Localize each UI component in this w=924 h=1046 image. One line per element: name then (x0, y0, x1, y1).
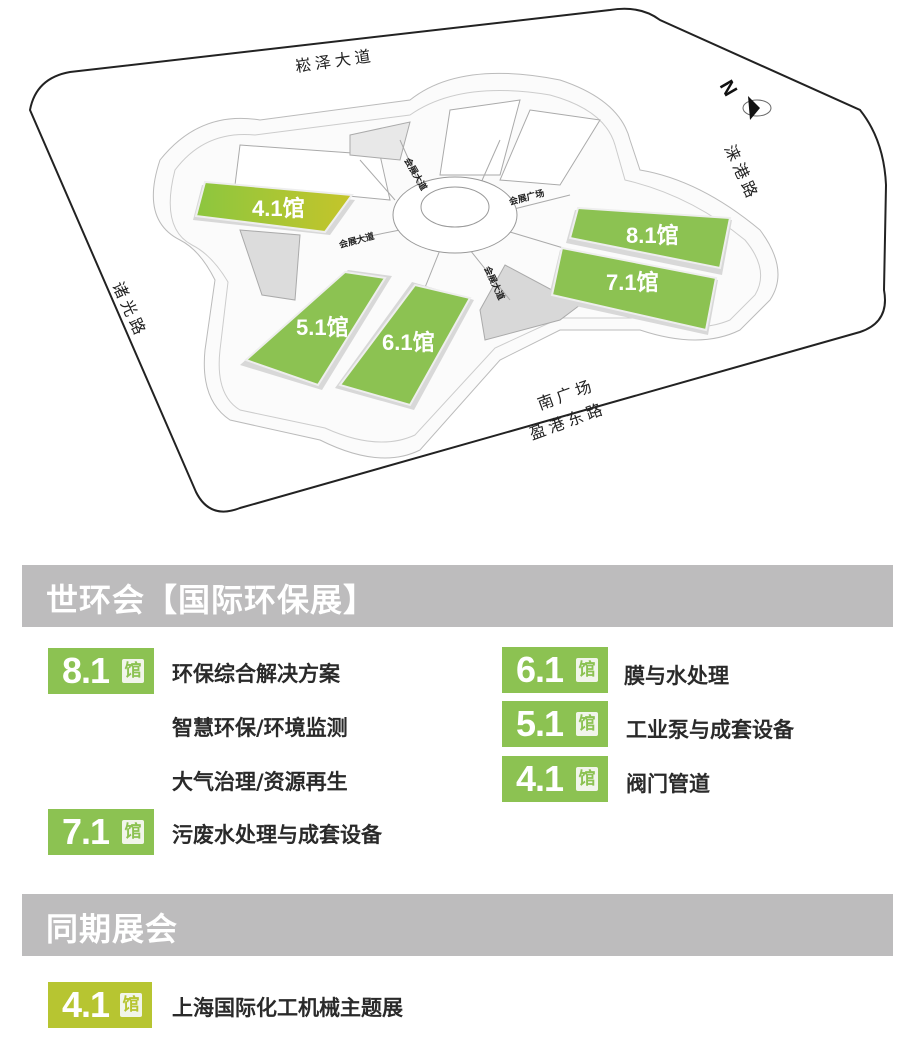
svg-text:4.1馆: 4.1馆 (252, 196, 305, 221)
hall-4-1-item: 阀门管道 (626, 772, 710, 796)
section-header-main-expo: 世环会【国际环保展】 (22, 565, 893, 627)
concurrent-expo-item: 上海国际化工机械主题展 (172, 996, 403, 1020)
hall-7-1[interactable]: 7.1馆 (548, 246, 718, 335)
hall-6-1[interactable]: 6.1馆 (335, 282, 474, 410)
venue-map: 4.1馆 5.1馆 6.1馆 8.1馆 7.1馆 会展大道 会展广场 会展大道 … (28, 7, 888, 513)
svg-text:8.1馆: 8.1馆 (626, 223, 679, 248)
building-north-2 (499, 109, 601, 186)
site-boundary (28, 7, 888, 513)
svg-text:6.1馆: 6.1馆 (382, 330, 435, 355)
building-north-west (234, 144, 391, 201)
hall-badge-4-1: 4.1 馆 (502, 756, 608, 802)
hall-8-1-item: 智慧环保/环境监测 (172, 716, 348, 740)
hall-4-1[interactable]: 4.1馆 (193, 180, 355, 235)
building-north-1 (439, 99, 521, 176)
road-label-west: 诸光路 (108, 279, 151, 341)
hall-badge-4-1-concurrent: 4.1 馆 (48, 982, 152, 1028)
hall-6-1-item: 膜与水处理 (624, 664, 729, 688)
svg-text:5.1馆: 5.1馆 (296, 315, 349, 340)
svg-text:7.1馆: 7.1馆 (606, 270, 659, 295)
hall-badge-5-1: 5.1 馆 (502, 701, 608, 747)
svg-text:N: N (715, 77, 741, 101)
road-label-north: 崧泽大道 (294, 46, 376, 76)
compass-icon: N (715, 77, 772, 120)
ramp-west (239, 229, 301, 301)
hall-badge-8-1: 8.1 馆 (48, 648, 154, 694)
hall-8-1-item: 环保综合解决方案 (172, 662, 340, 686)
hall-7-1-item: 污废水处理与成套设备 (172, 823, 382, 847)
section-header-concurrent-expo: 同期展会 (22, 894, 893, 956)
hall-8-1[interactable]: 8.1馆 (566, 206, 732, 275)
hall-5-1[interactable]: 5.1馆 (240, 270, 392, 390)
road-label-east: 涞港路 (720, 142, 763, 204)
hall-badge-7-1: 7.1 馆 (48, 809, 154, 855)
hall-8-1-item: 大气治理/资源再生 (172, 770, 348, 794)
hall-5-1-item: 工业泵与成套设备 (626, 718, 794, 742)
hall-badge-6-1: 6.1 馆 (502, 647, 608, 693)
